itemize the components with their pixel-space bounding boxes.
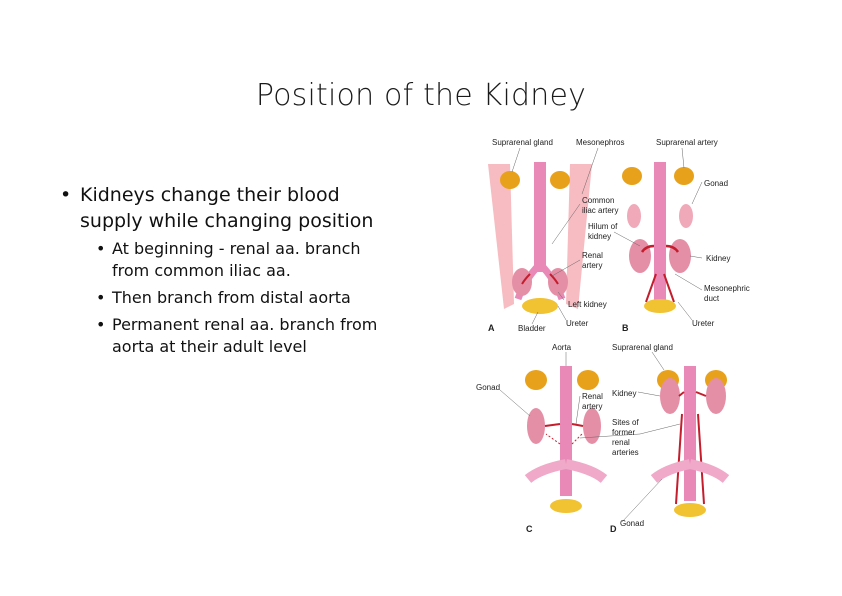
label-aorta: Aorta [552, 343, 572, 352]
label-hilum-2: kidney [588, 232, 611, 241]
label-gonad-b: Gonad [704, 179, 728, 188]
panel-c-illustration [524, 366, 608, 513]
panel-d-illustration [650, 366, 730, 517]
panel-b-illustration [622, 162, 694, 313]
label-renal-artery-a1: Renal [582, 251, 603, 260]
label-kidney-d: Kidney [612, 389, 636, 398]
sub-bullet-2: Then branch from distal aorta [60, 287, 400, 309]
label-hilum-1: Hilum of [588, 222, 618, 231]
panel-label-a: A [488, 323, 495, 333]
panel-label-c: C [526, 524, 533, 534]
label-sites-4: arteries [612, 448, 639, 457]
label-bladder: Bladder [518, 324, 546, 333]
label-renal-artery-c2: artery [582, 402, 602, 411]
label-mesonephros: Mesonephros [576, 138, 624, 147]
label-common-iliac-1: Common [582, 196, 614, 205]
label-mesonephric-2: duct [704, 294, 720, 303]
label-gonad-c: Gonad [476, 383, 500, 392]
label-gonad-d: Gonad [620, 519, 644, 528]
label-suprarenal-gland-a: Suprarenal gland [492, 138, 553, 147]
kidney-ascent-diagram: Suprarenal gland Mesonephros Suprarenal … [476, 138, 750, 534]
label-renal-artery-c1: Renal [582, 392, 603, 401]
sub-bullet-1: At beginning - renal aa. branch from com… [60, 238, 400, 282]
label-sites-2: former [612, 428, 635, 437]
label-sites-1: Sites of [612, 418, 639, 427]
panel-a-illustration [488, 162, 592, 314]
slide-title: Position of the Kidney [255, 78, 587, 113]
label-ureter-a: Ureter [566, 319, 589, 328]
label-suprarenal-artery: Suprarenal artery [656, 138, 718, 147]
label-mesonephric-1: Mesonephric [704, 284, 750, 293]
panel-label-b: B [622, 323, 629, 333]
bullet-list: Kidneys change their blood supply while … [60, 182, 400, 363]
label-kidney-b: Kidney [706, 254, 730, 263]
bullet-main: Kidneys change their blood supply while … [60, 182, 400, 234]
label-sites-3: renal [612, 438, 630, 447]
label-suprarenal-gland-d: Suprarenal gland [612, 343, 673, 352]
sub-bullet-3: Permanent renal aa. branch from aorta at… [60, 314, 400, 358]
panel-label-d: D [610, 524, 617, 534]
label-left-kidney: Left kidney [568, 300, 607, 309]
label-common-iliac-2: iliac artery [582, 206, 618, 215]
label-ureter-b: Ureter [692, 319, 715, 328]
leader-lines [499, 147, 703, 523]
label-renal-artery-a2: artery [582, 261, 602, 270]
